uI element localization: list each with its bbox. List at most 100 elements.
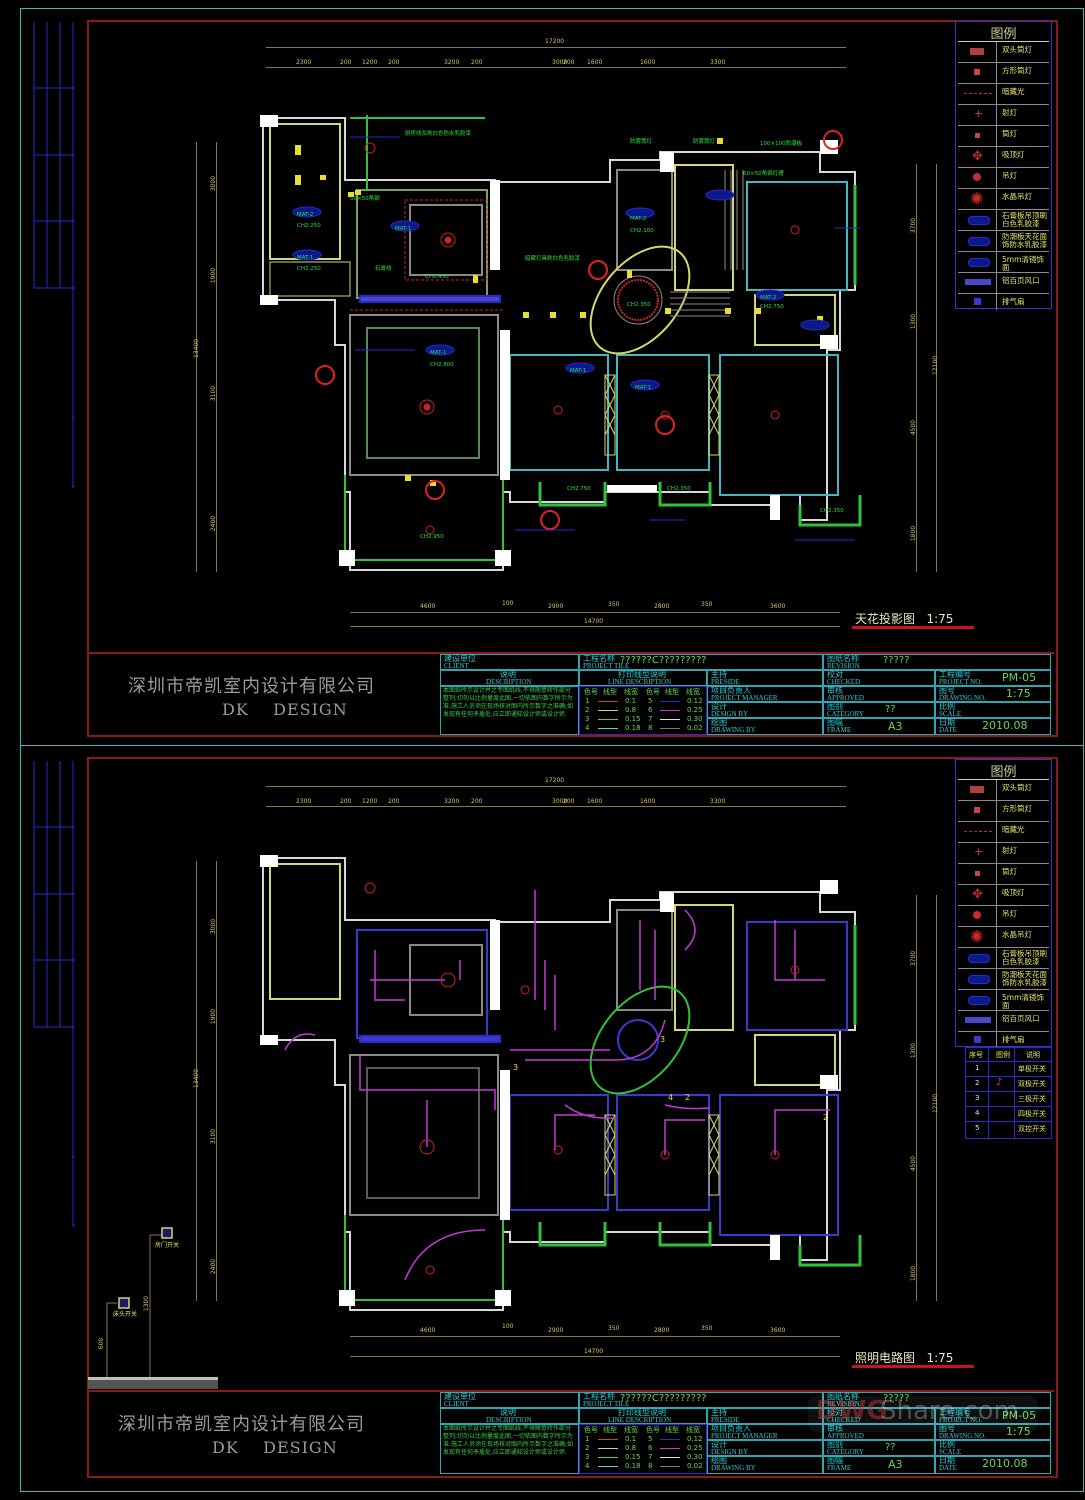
legend-label: 暗藏光 (1002, 87, 1025, 96)
approved-label: 审核 (827, 686, 843, 695)
date-label-en: DATE (939, 1464, 957, 1472)
watermark: DWG Share.com (808, 1396, 1038, 1432)
line-sample (598, 719, 618, 720)
legend-label: 吊灯 (1002, 909, 1017, 918)
dim-right-total: 12100 (932, 1093, 940, 1114)
line-width: 0.15 (625, 1453, 641, 1461)
line-width: 0.15 (625, 715, 641, 723)
drawing-by-label-en: DRAWING BY (711, 1464, 756, 1472)
svg-text:MAT-2: MAT-2 (760, 295, 776, 301)
drawing-title: 照明电路图 1:75 (855, 1349, 953, 1366)
line-color-no: 3 (585, 1453, 590, 1461)
line-color-no: 7 (648, 715, 653, 723)
revision-value: ????? (883, 1393, 910, 1404)
category-value: ?? (885, 1442, 896, 1453)
dim-bottom-total: 14700 (584, 618, 604, 625)
bedside-switch-height: 600 (98, 1337, 106, 1350)
line-sample (598, 728, 618, 729)
line-description-label: 打印线型说明 (618, 1408, 666, 1417)
legend-label: 暗藏光 (1002, 825, 1025, 834)
line-table-header: 色号 (584, 688, 598, 696)
line-width: 0.30 (687, 715, 703, 723)
frame-label: 图幅 (827, 718, 843, 727)
dim-top-seg: 3200 (444, 59, 460, 66)
design-label: 设计 (711, 702, 727, 711)
legend-title: 图例 (990, 27, 1017, 42)
dim-top-seg: 200 (563, 59, 575, 66)
dim-top-seg: 1200 (362, 59, 378, 66)
dim-bottom-seg: 350 (701, 1325, 713, 1332)
frame-label-en: FRAME (827, 726, 852, 734)
svg-text:MAT-1: MAT-1 (635, 385, 651, 391)
design-label-en: DESIGN BY (711, 1448, 749, 1456)
line-width: 0.1 (625, 1435, 637, 1443)
line-table-header: 线型 (603, 1426, 617, 1434)
legend-label: 水晶吊灯 (1002, 930, 1032, 939)
dim-left-seg: 1900 (210, 1008, 218, 1025)
client-label-en: CLIENT (444, 1400, 469, 1408)
lighting-floor-plan: 3 3 4 2 2 (260, 855, 862, 1311)
line-color-no: 4 (585, 724, 590, 732)
legend-panel: 图例 双头筒灯 方形筒灯 暗藏光 +射灯 筒灯 ✥吸顶灯 吊灯 ✺水晶吊灯 石膏… (955, 759, 1052, 1048)
company-name-en: DK DESIGN (222, 700, 348, 719)
revision-label: 图纸名称 (827, 1392, 859, 1401)
inner-frame (87, 20, 1058, 737)
svg-text:MAT-1: MAT-1 (395, 226, 411, 232)
project-title-label-en: PROJECT TILE (583, 1400, 630, 1408)
company-name-en: DK DESIGN (212, 1438, 338, 1457)
legend-label: 方形筒灯 (1002, 66, 1032, 75)
drawing-by-label: 绘图 (711, 1456, 727, 1465)
dim-right-seg: 1300 (910, 1042, 918, 1059)
dim-top-seg: 3000 (552, 798, 568, 805)
pendant-light-icon (973, 911, 981, 919)
project-no-label-en: PROJECT NO. (939, 1416, 983, 1424)
legend-label: 水晶吊灯 (1002, 192, 1032, 201)
line-table-header: 色号 (646, 1426, 660, 1434)
circuit-label: 3 (513, 1063, 518, 1072)
line-width: 0.25 (687, 706, 703, 714)
line-width: 0.12 (687, 1435, 703, 1443)
manager-label: 项目负责人 (711, 686, 751, 695)
description-label: 说明 (500, 1408, 516, 1417)
dim-top-seg: 2300 (296, 59, 312, 66)
line-table-header: 色号 (646, 688, 660, 696)
client-label-en: CLIENT (444, 662, 469, 670)
dim-top-seg: 1600 (640, 798, 656, 805)
switch-legend-header: 图例 (996, 1051, 1010, 1059)
revision-label-en: REVISION (827, 662, 860, 670)
air-vent-icon (965, 279, 991, 285)
dim-left-seg: 3100 (210, 385, 218, 402)
preside-label-en: PRESIDE (711, 1416, 740, 1424)
project-title-value: ??????C????????? (620, 655, 707, 666)
line-sample (660, 710, 680, 711)
svg-text:CH2.350: CH2.350 (627, 302, 651, 308)
crystal-chandelier-icon: ✺ (970, 189, 984, 208)
dim-right-seg: 4500 (910, 419, 918, 436)
category-value: ?? (885, 704, 896, 715)
manager-label: 项目负责人 (711, 1424, 751, 1433)
switch-legend-header: 说明 (1026, 1051, 1040, 1059)
frame-value: A3 (888, 720, 903, 733)
line-width: 0.8 (625, 1444, 637, 1452)
legend-label: 双头筒灯 (1002, 783, 1032, 792)
frame-value: A3 (888, 1458, 903, 1471)
switch-label: 双极开关 (1018, 1080, 1046, 1088)
dim-top-seg: 200 (471, 59, 483, 66)
category-label-en: CATEGORY (827, 1448, 864, 1456)
svg-text:MAT-2: MAT-2 (630, 216, 646, 222)
square-downlight-icon (974, 807, 980, 813)
legend-label: 铝百页风口 (1002, 1014, 1040, 1023)
drawing-by-label-en: DRAWING BY (711, 726, 756, 734)
line-table-header: 线宽 (624, 688, 638, 696)
checked-label: 校对 (827, 1408, 843, 1417)
title-block: 深圳市帝凯室内设计有限公司 DK DESIGN 建设单位 CLIENT 工程名称… (88, 1390, 1054, 1474)
dim-left-seg: 3000 (210, 175, 218, 192)
dim-right-seg: 1800 (910, 525, 918, 542)
drawing-no-label: 图号 (939, 686, 955, 695)
preside-label: 主持 (711, 670, 727, 679)
dim-bottom-seg: 350 (701, 601, 713, 608)
line-width: 0.1 (625, 697, 637, 705)
double-head-downlight-icon (970, 48, 984, 55)
legend-title: 图例 (990, 765, 1017, 780)
